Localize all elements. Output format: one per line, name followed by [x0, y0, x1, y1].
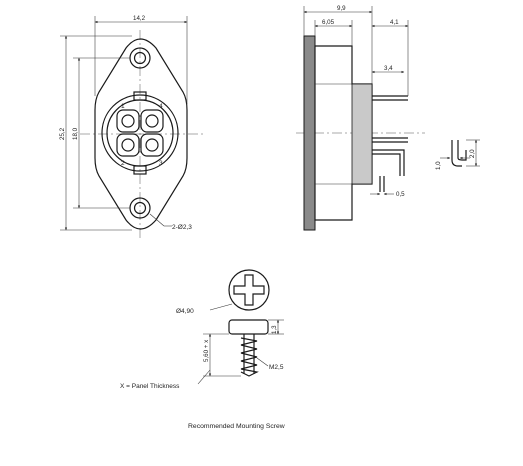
- pin-number-4: 4: [159, 103, 163, 110]
- pin-cavity-tr: [140, 109, 164, 133]
- side-pin-lower: [379, 176, 385, 192]
- rear-label: 4,1: [390, 19, 399, 26]
- bottom-key: [133, 165, 147, 175]
- pin-2: [121, 138, 135, 152]
- pin-cavity-bl: [116, 133, 140, 157]
- bottom-mounting-hole-inner: [133, 201, 147, 215]
- screw-caption: Recommended Mounting Screw: [188, 423, 285, 430]
- side-flange: [303, 35, 316, 231]
- pin-cavity-br: [140, 133, 164, 157]
- pin-4: [145, 114, 159, 128]
- hole-label: 2-Ø2,3: [172, 224, 192, 231]
- thread-label: M2,5: [269, 364, 284, 371]
- pin-length-label: 3,4: [384, 65, 393, 72]
- inner-height-label: 18,0: [72, 127, 79, 140]
- phillips-recess-icon: [233, 274, 265, 306]
- thread-leader: [256, 357, 269, 367]
- height-label: 25,2: [59, 127, 66, 140]
- screw-head-top-view: [228, 269, 270, 311]
- pin-thickness-label: 0,5: [396, 191, 405, 198]
- width-label: 14,2: [133, 15, 146, 22]
- pin-number-3: 3: [159, 160, 163, 167]
- side-view: 9,9 6,05 4,1 3,4 0,5 1,0 2,0: [296, 5, 480, 231]
- panel-note-leader: [197, 369, 211, 385]
- pin-3: [145, 138, 159, 152]
- top-key: [133, 91, 147, 101]
- pin-number-2: 2: [121, 160, 125, 167]
- detail-cup-outer: [451, 140, 462, 167]
- detail-width-label: 1,0: [435, 161, 442, 170]
- panel-thickness-note: X = Panel Thickness: [120, 383, 180, 390]
- detail-height-label: 2,0: [469, 149, 476, 158]
- head-height-label: 1,3: [271, 325, 278, 334]
- flange-outline: [94, 38, 188, 230]
- side-pin-bent: [372, 149, 405, 176]
- detail-cup-inner: [457, 140, 467, 161]
- total-label: 9,9: [337, 5, 346, 12]
- side-pin-top: [372, 95, 408, 101]
- front-view: 1 2 3 4 14,2 25,2 18,0 2-Ø2,3: [59, 15, 205, 238]
- mounting-screw: Ø4,90 1,3 5,60 + x M2,5 X = Panel Thickn…: [120, 269, 285, 430]
- flange-label: 6,05: [322, 19, 335, 26]
- top-mounting-hole-inner: [133, 51, 147, 65]
- pin-1: [121, 114, 135, 128]
- hole-leader: [149, 213, 165, 227]
- side-rear-block: [351, 83, 373, 185]
- length-label: 5,60 + x: [203, 339, 210, 362]
- screw-neck: [243, 334, 255, 338]
- head-diameter-leader: [209, 303, 233, 311]
- screw-head-side: [228, 319, 269, 335]
- side-pin-middle: [372, 137, 408, 143]
- head-diameter-label: Ø4,90: [176, 308, 194, 315]
- pin-cavity-tl: [116, 109, 140, 133]
- pin-number-1: 1: [121, 103, 125, 110]
- connector-outer-ring: [101, 94, 179, 172]
